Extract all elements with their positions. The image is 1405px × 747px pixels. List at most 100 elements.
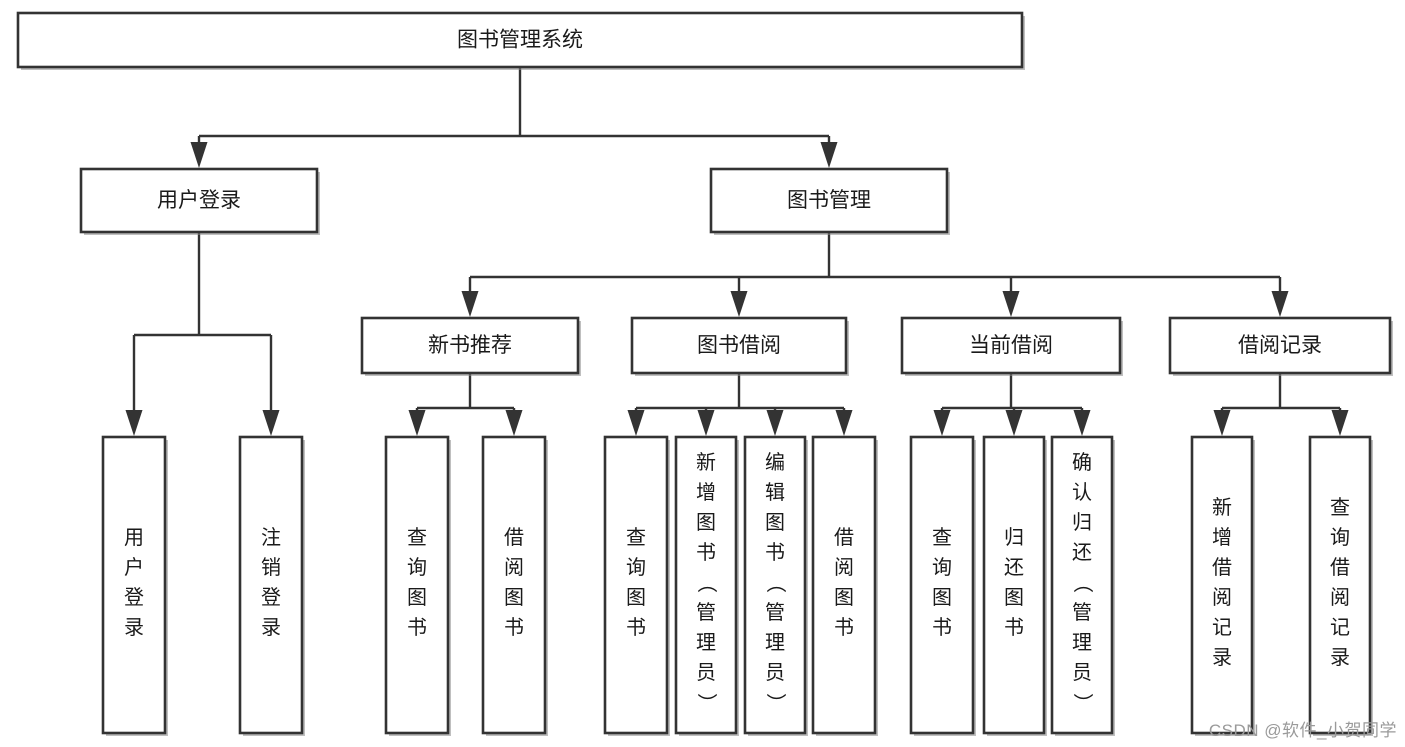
- edge-arrowhead: [730, 291, 748, 317]
- node-label-char: 图: [765, 512, 785, 534]
- node-box[interactable]: [743, 435, 807, 735]
- node-label-char: 员: [1072, 662, 1092, 684]
- node-label-char: 认: [1072, 481, 1092, 504]
- node-book-manage[interactable]: 图书管理: [709, 167, 950, 235]
- node-label: 图书管理系统: [457, 29, 583, 52]
- node-box[interactable]: [1308, 435, 1372, 735]
- edge-arrowhead: [627, 410, 645, 436]
- node-label-char: 员: [696, 662, 716, 684]
- node-label-char: 增: [696, 481, 716, 504]
- node-root[interactable]: 图书管理系统: [16, 11, 1025, 70]
- node-leaf-query-book-borrow[interactable]: 查询图书查询图书: [596, 435, 676, 747]
- node-box[interactable]: [674, 435, 738, 735]
- node-label-char: 还: [1072, 541, 1092, 564]
- edge-arrowhead: [835, 410, 853, 436]
- node-label-char: 销: [261, 556, 281, 579]
- edge-arrowhead: [820, 142, 838, 168]
- node-box[interactable]: [384, 435, 450, 735]
- node-label-char: 录: [1330, 647, 1350, 669]
- node-label-char: 户: [124, 556, 144, 579]
- node-label-char: 书: [696, 541, 716, 564]
- node-box[interactable]: [900, 316, 1122, 375]
- edge-arrowhead: [766, 410, 784, 436]
- node-leaf-query-borrow-record[interactable]: 查询借阅记录查询借阅记录: [1280, 435, 1400, 747]
- node-leaf-borrow-book-recommend[interactable]: 借阅图书借阅图书: [474, 435, 554, 747]
- node-box[interactable]: [1190, 435, 1254, 735]
- node-box[interactable]: [603, 435, 669, 735]
- node-box[interactable]: [709, 167, 949, 234]
- node-box[interactable]: [630, 316, 848, 375]
- node-book-borrow[interactable]: 图书借阅: [630, 316, 849, 376]
- node-label-char: 记: [1330, 616, 1350, 639]
- node-label-char: 录: [1212, 647, 1232, 669]
- node-label-char: 理: [765, 632, 785, 654]
- node-label-char: 管: [696, 601, 716, 624]
- node-label-char: 借: [504, 526, 524, 549]
- node-leaf-logout[interactable]: 注销登录注销登录: [231, 435, 311, 747]
- node-label-char: 确: [1072, 451, 1092, 474]
- node-label-char: 查: [932, 526, 952, 549]
- edge-arrowhead: [408, 410, 426, 436]
- node-label-char: 图: [1004, 587, 1024, 609]
- node-label-char: 登: [124, 586, 144, 609]
- node-label-char: 书: [932, 616, 952, 639]
- node-box[interactable]: [909, 435, 975, 735]
- node-current-borrow[interactable]: 当前借阅: [900, 316, 1123, 376]
- node-label-char: ）: [1071, 693, 1094, 713]
- node-label-char: 注: [261, 526, 281, 549]
- node-box[interactable]: [1168, 316, 1392, 375]
- node-label-char: 归: [1072, 511, 1092, 534]
- node-leaf-add-borrow-record[interactable]: 新增借阅记录新增借阅记录: [1162, 435, 1282, 747]
- node-leaf-return-book[interactable]: 归还图书归还图书: [974, 435, 1054, 747]
- edge-arrowhead: [1005, 410, 1023, 436]
- node-box[interactable]: [360, 316, 580, 375]
- node-label-char: 记: [1212, 616, 1232, 639]
- node-label-char: 阅: [1212, 586, 1232, 609]
- node-label-char: 阅: [834, 556, 854, 579]
- node-leaf-query-book-recommend[interactable]: 查询图书查询图书: [377, 435, 457, 747]
- edge-arrowhead: [262, 410, 280, 436]
- node-label-char: 阅: [1330, 586, 1350, 609]
- node-box[interactable]: [481, 435, 547, 735]
- node-box[interactable]: [1050, 435, 1114, 735]
- node-label-char: 询: [626, 556, 646, 579]
- node-box[interactable]: [238, 435, 304, 735]
- edge-layer: [125, 67, 1349, 436]
- edge-arrowhead: [505, 410, 523, 436]
- node-label-char: （: [695, 573, 718, 593]
- node-leaf-borrow-book[interactable]: 借阅图书借阅图书: [804, 435, 884, 747]
- node-label-char: 新: [696, 451, 716, 474]
- node-leaf-user-login[interactable]: 用户登录用户登录: [94, 435, 174, 747]
- node-box[interactable]: [811, 435, 877, 735]
- edge-arrowhead: [461, 291, 479, 317]
- node-label-char: 询: [1330, 526, 1350, 549]
- node-label-char: 编: [765, 451, 785, 474]
- edge-arrowhead: [125, 410, 143, 436]
- node-leaf-query-book-current[interactable]: 查询图书查询图书: [902, 435, 982, 747]
- node-label-char: 归: [1004, 526, 1024, 549]
- node-label-char: 借: [1212, 556, 1232, 579]
- node-label-char: 书: [626, 616, 646, 639]
- node-box[interactable]: [79, 167, 319, 234]
- node-box[interactable]: [982, 435, 1046, 735]
- node-borrow-record[interactable]: 借阅记录: [1168, 316, 1393, 376]
- node-user-login[interactable]: 用户登录: [79, 167, 320, 235]
- node-new-book-recommend[interactable]: 新书推荐: [360, 316, 581, 376]
- edge-arrowhead: [1331, 410, 1349, 436]
- node-label: 当前借阅: [969, 334, 1053, 357]
- edge-arrowhead: [1002, 291, 1020, 317]
- node-label-char: 图: [504, 587, 524, 609]
- node-label-char: 理: [1072, 632, 1092, 654]
- node-label-char: 询: [407, 556, 427, 579]
- node-label-char: 图: [626, 587, 646, 609]
- node-box[interactable]: [101, 435, 167, 735]
- node-label-char: 录: [261, 617, 281, 639]
- node-layer: 图书管理系统用户登录图书管理新书推荐图书借阅当前借阅借阅记录用户登录用户登录注销…: [16, 11, 1400, 747]
- node-label-char: 新: [1212, 496, 1232, 519]
- node-label-char: 录: [124, 617, 144, 639]
- node-label-char: 理: [696, 632, 716, 654]
- node-box[interactable]: [16, 11, 1024, 69]
